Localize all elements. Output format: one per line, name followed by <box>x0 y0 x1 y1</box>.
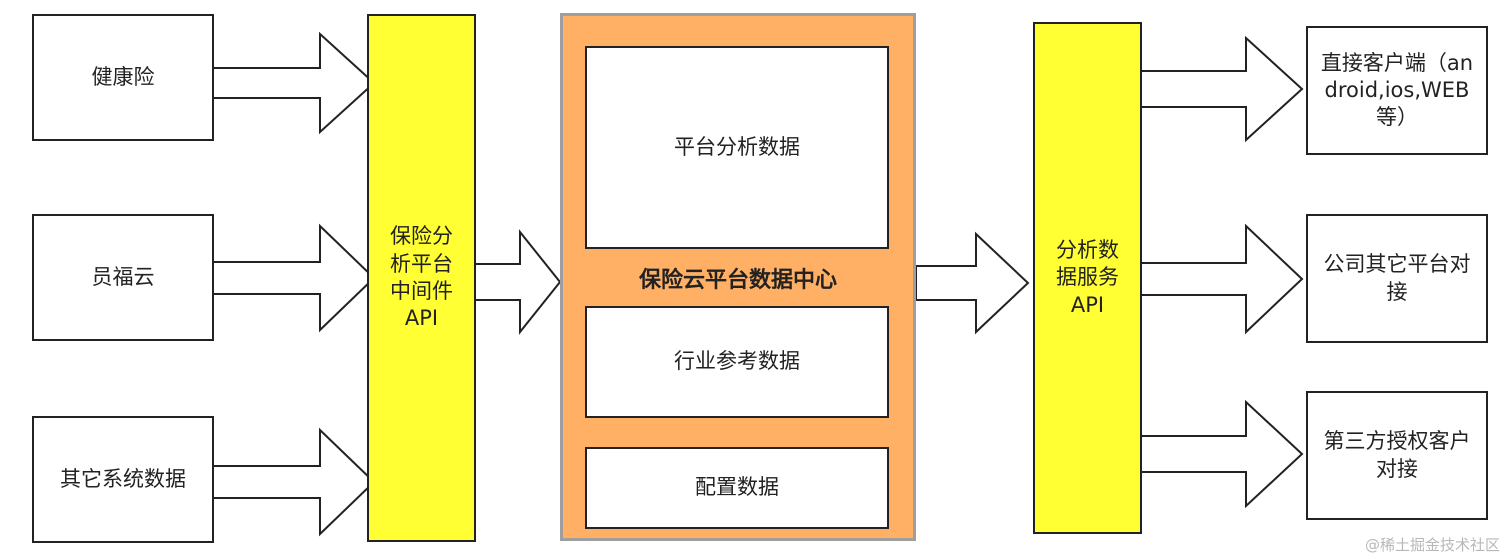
center-item-industry-label: 行业参考数据 <box>674 349 800 374</box>
source-health-label: 健康险 <box>91 64 155 89</box>
data-center-title: 保险云平台数据中心 <box>638 268 837 293</box>
source-other-label: 其它系统数据 <box>60 466 186 491</box>
arrow-welfare-to-middleware <box>212 223 376 333</box>
arrow-middleware-to-center <box>474 229 562 335</box>
arrow-service-to-company <box>1140 223 1304 335</box>
watermark-text: @稀土掘金技术社区 <box>1364 536 1500 554</box>
target-third-label: 第三方授权客户对接 <box>1323 429 1471 481</box>
center-item-platform-label: 平台分析数据 <box>674 134 800 159</box>
arrow-service-to-third <box>1140 399 1304 509</box>
target-company-label: 公司其它平台对接 <box>1323 252 1471 304</box>
service-api-column: 分析数据服务API <box>1033 22 1142 534</box>
service-api-label: 分析数据服务API <box>1056 238 1119 317</box>
middleware-api-column: 保险分析平台中间件API <box>367 14 476 542</box>
center-item-config: 配置数据 <box>585 447 889 529</box>
source-welfare-label: 员福云 <box>91 264 155 289</box>
target-company-box: 公司其它平台对接 <box>1306 214 1488 343</box>
center-item-config-label: 配置数据 <box>695 475 779 500</box>
source-welfare-box: 员福云 <box>32 214 214 341</box>
center-item-industry: 行业参考数据 <box>585 306 889 418</box>
middleware-api-label: 保险分析平台中间件API <box>390 224 453 331</box>
center-item-platform: 平台分析数据 <box>585 46 889 249</box>
arrow-service-to-client <box>1140 35 1304 143</box>
arrow-other-to-middleware <box>212 427 376 537</box>
target-client-label: 直接客户端（android,ios,WEB等） <box>1320 50 1474 130</box>
arrow-health-to-middleware <box>212 31 376 135</box>
target-third-box: 第三方授权客户对接 <box>1306 391 1488 520</box>
target-client-box: 直接客户端（android,ios,WEB等） <box>1306 26 1488 155</box>
source-health-box: 健康险 <box>32 14 214 141</box>
arrow-center-to-service <box>915 231 1030 335</box>
source-other-box: 其它系统数据 <box>32 416 214 543</box>
